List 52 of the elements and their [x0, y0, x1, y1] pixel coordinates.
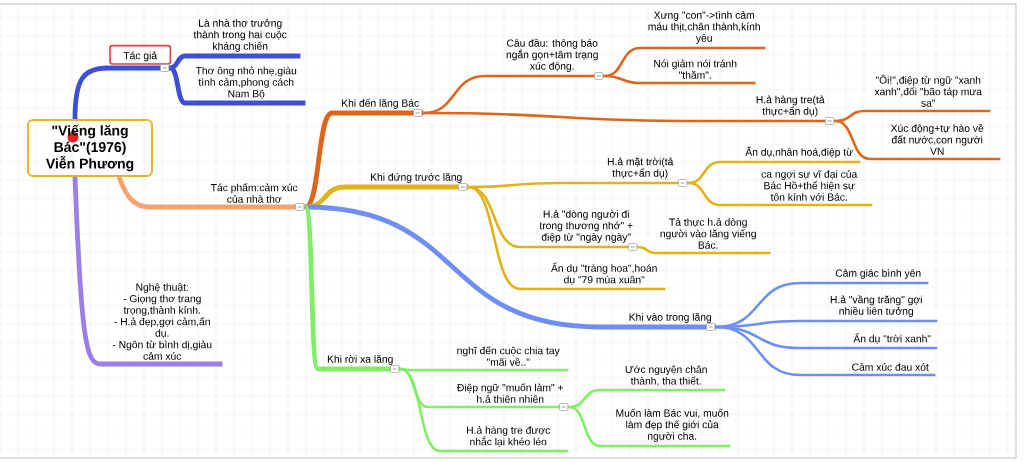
- branch-line: [569, 388, 601, 409]
- topic-label: Ẩn dụ,nhân hoá,điệp từ: [720, 146, 861, 164]
- topic-label: nghĩ đến cuộc chia tay "mãi về..": [410, 346, 569, 372]
- topic-label: H.ả hàng tre được nhắc lại khéo léo: [440, 426, 569, 453]
- topic-label: Cảm xúc đau xót: [800, 363, 936, 377]
- topic-label: Thơ ông nhỏ nhẹ,giàu tình cảm,phong cách Nam Bộ: [185, 66, 306, 106]
- topic-label: Câu đầu: thông báo ngắn gọn+tâm trạng xúc động.: [485, 38, 605, 78]
- topic-label: Nói giảm nói tránh "thăm".: [640, 59, 756, 85]
- topic-label: ca ngợi sự vĩ đại của Bác Hồ+thể hiện sự tôn kính với Bác.: [720, 169, 873, 207]
- branch-line: [835, 109, 866, 123]
- branch-line: [716, 325, 801, 377]
- topic-label: Điệp ngữ "muốn làm" + h.ả thiên nhiên: [428, 383, 570, 409]
- branch-line: [423, 74, 486, 115]
- topic-label: H.ả mặt trời(tả thực+ẩn dụ): [560, 157, 689, 185]
- branch-line: [688, 160, 721, 185]
- branch-line: [116, 176, 151, 210]
- branch-line: [169, 53, 186, 71]
- branch-line: [604, 74, 641, 85]
- boxed-topic: Tác giả: [108, 44, 172, 71]
- topic-label: Tác phẩm:cảm xúc của nhà thơ: [150, 182, 306, 210]
- topic-label: H.ả hàng tre(tả thực+ẩn dụ): [700, 95, 836, 123]
- topic-label: Xưng "con"->tình cảm máu thịt,chân thành,kính yêu: [640, 10, 766, 50]
- branch-line: [400, 367, 441, 453]
- branch-line: [72, 176, 101, 367]
- branch-line: [423, 111, 700, 123]
- topic-label: Ước nguyện chân thành, tha thiết.: [600, 365, 726, 392]
- central-topic-box: "Viếng lăng Bác"(1976) Viễn Phương: [27, 119, 153, 177]
- branch-line: [638, 245, 656, 255]
- topic-label: Nghệ thuật: - Giọng thơ trang trọng,thành kính. - H.ả đẹp,gợi cảm,ẩn dụ. - Ngôn từ bình dị,giàu cảm xúc: [100, 283, 223, 367]
- topic-label: Ẩn dụ "trời xanh": [800, 333, 938, 350]
- branch-line: [688, 181, 721, 207]
- topic-label: Muốn làm Bác vui, muốn làm đẹp thế giới của người cha.: [600, 408, 731, 448]
- topic-label: Cảm giác bình yên: [800, 268, 929, 285]
- topic-label: H.ả "dòng người đi trong thương nhớ" + điệp từ "ngày ngày": [520, 209, 639, 249]
- topic-label: Khi rời xa lăng: [318, 355, 401, 372]
- topic-label: H.ả "vầng trăng" gợi nhiều liên tưởng: [800, 295, 938, 323]
- branch-line: [305, 204, 601, 330]
- topic-label: Khi vào trong lăng: [600, 313, 717, 330]
- topic-label: Khi đứng trước lăng: [345, 173, 469, 190]
- branch-line: [835, 119, 871, 161]
- branch-line: [169, 65, 187, 106]
- topic-label: "Ôi!",điệp từ ngữ "xanh xanh",đối "bão táp mưa sa": [865, 74, 991, 113]
- branch-line: [72, 65, 109, 120]
- branch-line: [604, 46, 641, 78]
- branch-line: [468, 185, 521, 291]
- topic-label: Là nhà thơ trưởng thành trong hai cuộc kháng chiến: [185, 18, 301, 59]
- branch-line: [303, 205, 321, 371]
- topic-label: Ẩn dụ "tràng hoa",hoán dụ "79 mùa xuân": [520, 262, 666, 291]
- branch-line: [569, 405, 601, 448]
- topic-label: Xúc động+tự hào về đất nước,con người VN: [870, 123, 1001, 161]
- topic-label: Khi đến lăng Bác: [332, 98, 424, 116]
- topic-label: Tả thực h.ả dòng người vào lăng viếng Bác.: [655, 218, 771, 255]
